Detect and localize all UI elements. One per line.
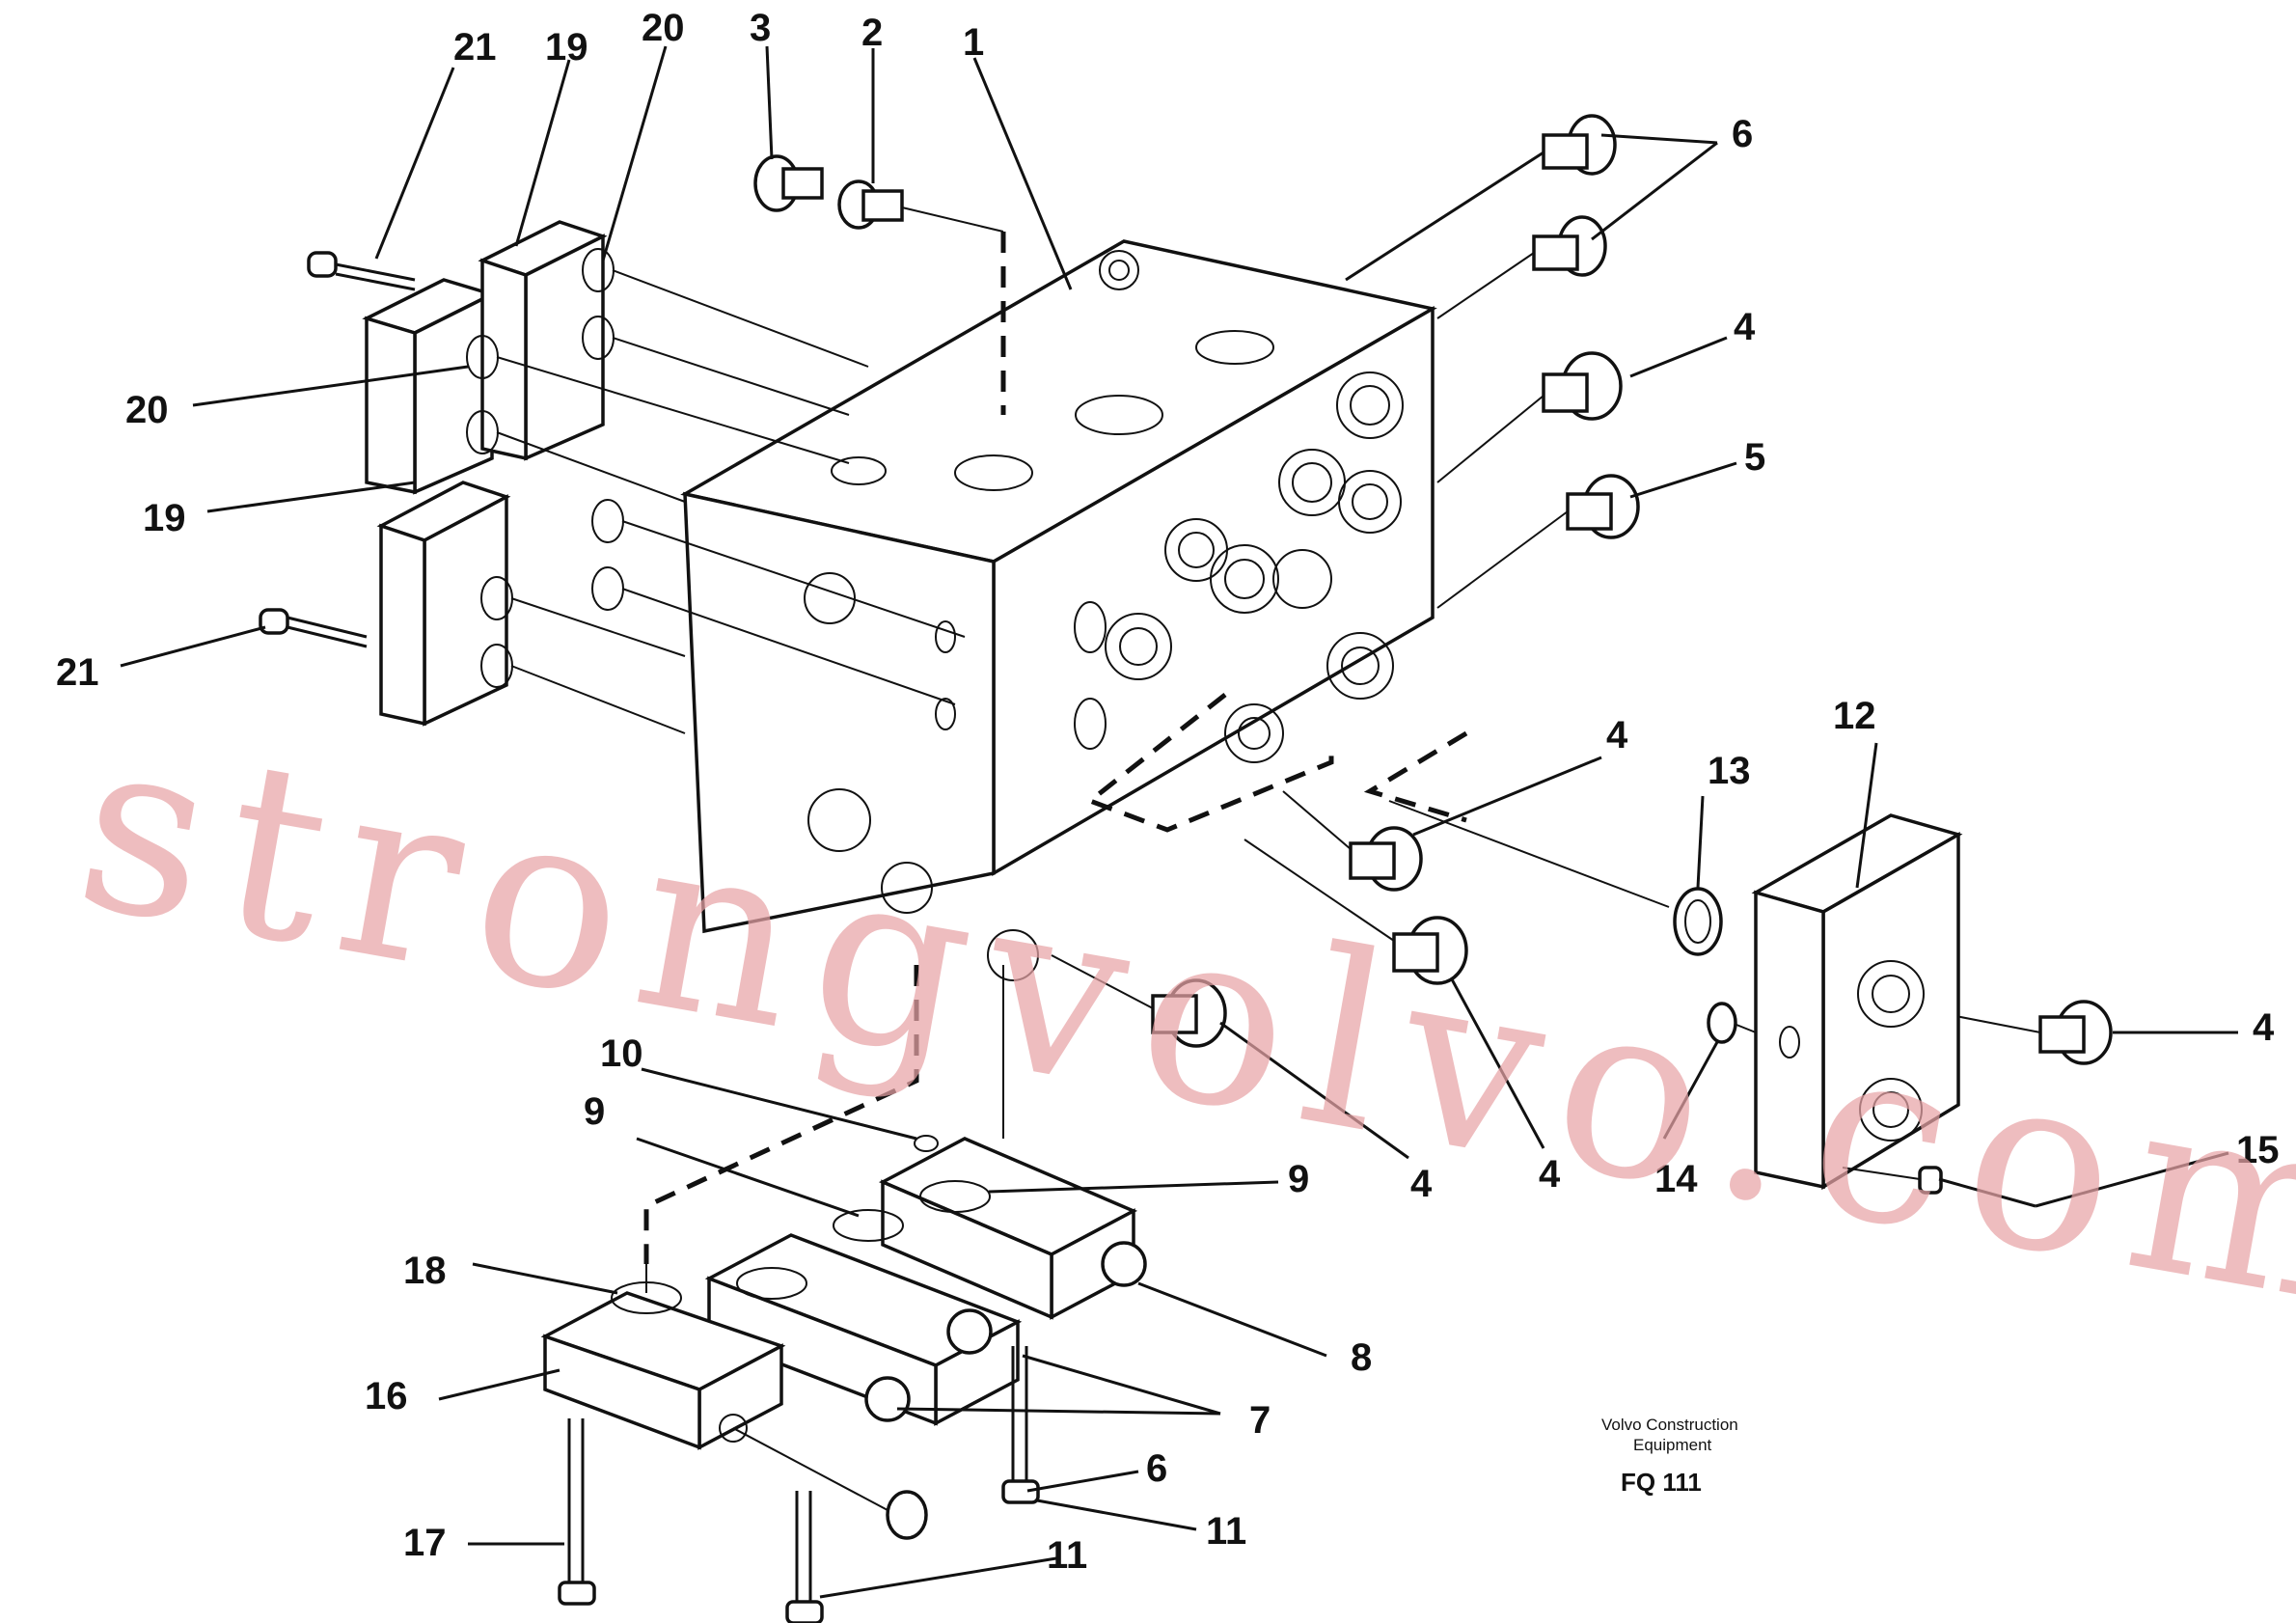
bolt-icon [259, 608, 368, 648]
callout-11: 11 [1206, 1510, 1246, 1553]
callout-1: 1 [963, 21, 984, 64]
callout-21: 21 [56, 651, 99, 694]
callout-5: 5 [1744, 436, 1765, 479]
callout-8: 8 [1351, 1336, 1372, 1379]
callout-6: 6 [1146, 1447, 1167, 1490]
bolt-icon [307, 251, 416, 291]
callout-labels: 21 19 20 3 2 1 6 4 5 20 19 21 4 13 12 4 … [56, 7, 2280, 1577]
callout-15: 15 [2236, 1129, 2280, 1171]
cover-plates-left [362, 220, 966, 734]
cover-plate-right [1751, 813, 2036, 1208]
plug-icon [1051, 790, 2113, 1065]
callout-4: 4 [1410, 1163, 1433, 1205]
plug-icon [753, 154, 1004, 233]
seal-icon [1673, 887, 1757, 1044]
callout-21: 21 [453, 26, 497, 69]
callout-19: 19 [143, 497, 186, 539]
valve-block [680, 239, 1437, 981]
figure-code: FQ 111 [1621, 1468, 1702, 1497]
callout-18: 18 [403, 1250, 447, 1292]
callout-13: 13 [1708, 750, 1751, 792]
callout-4: 4 [1539, 1153, 1561, 1196]
callout-20: 20 [125, 389, 169, 431]
callout-10: 10 [600, 1032, 643, 1075]
callout-3: 3 [750, 7, 771, 49]
valve-sections [540, 965, 1147, 1623]
callout-4: 4 [1734, 306, 1756, 348]
callout-16: 16 [365, 1375, 408, 1417]
plug-icon [1345, 114, 1640, 609]
callout-9: 9 [584, 1090, 605, 1133]
callout-11: 11 [1047, 1534, 1087, 1577]
callout-leaders [120, 45, 2238, 1599]
callout-20: 20 [642, 7, 685, 49]
callout-19: 19 [545, 26, 588, 69]
callout-2: 2 [861, 12, 883, 54]
callout-12: 12 [1833, 695, 1876, 737]
callout-4: 4 [2253, 1006, 2275, 1049]
callout-6: 6 [1732, 113, 1753, 155]
watermark: strongvolvo.com [61, 681, 2296, 1362]
callout-7: 7 [1249, 1399, 1271, 1442]
credit-line-1: Volvo Construction [1601, 1416, 1738, 1434]
credit-line-2: Equipment [1633, 1436, 1712, 1454]
callout-4: 4 [1606, 714, 1628, 756]
credit-block: Volvo Construction Equipment FQ 111 [1601, 1416, 1738, 1497]
callout-9: 9 [1288, 1158, 1309, 1200]
hidden-passages [643, 232, 1468, 1264]
callout-14: 14 [1654, 1158, 1698, 1200]
callout-17: 17 [403, 1522, 447, 1564]
